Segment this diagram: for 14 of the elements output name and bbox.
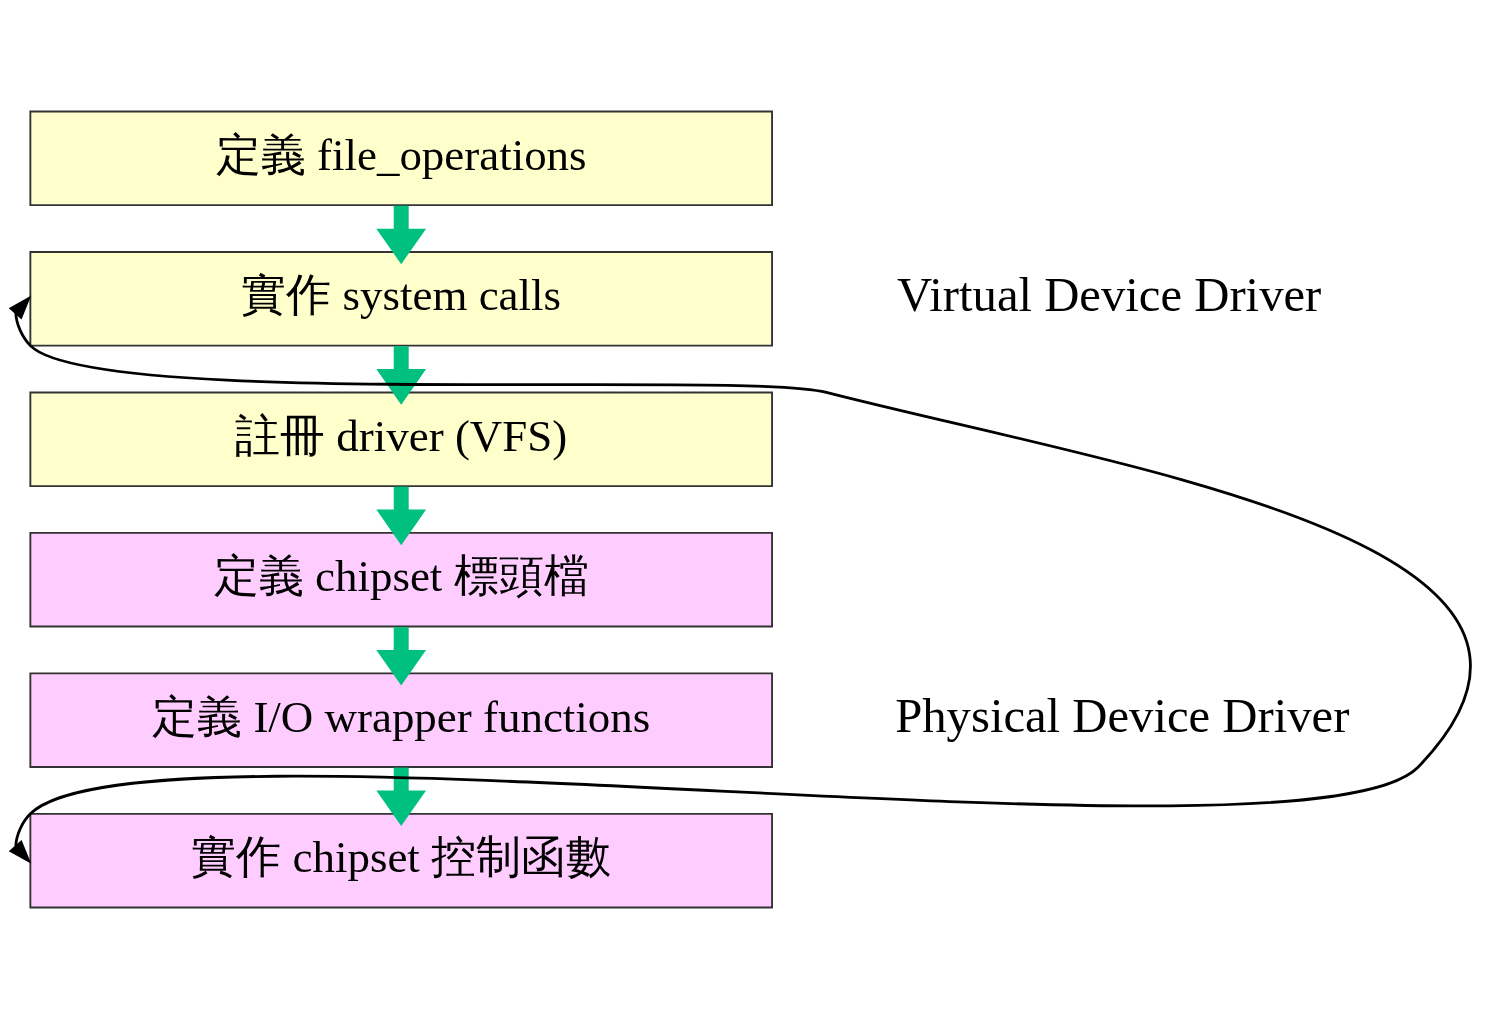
arrow (376, 627, 427, 686)
node-box: 定義 I/O wrapper functions (29, 672, 773, 768)
label: Virtual Device Driver (897, 267, 1322, 322)
node-box: 定義 chipset 標頭檔 (29, 531, 773, 628)
arrow (376, 767, 427, 827)
label: Physical Device Driver (895, 689, 1350, 744)
arrow (8, 295, 1470, 864)
node-box: 註冊 driver (VFS) (29, 391, 773, 488)
node-box: 實作 chipset 控制函數 (29, 812, 773, 909)
arrow (376, 346, 427, 405)
arrow (376, 205, 427, 265)
node-box: 實作 system calls (29, 251, 773, 347)
arrow (376, 486, 427, 546)
node-box: 定義 file_operations (29, 110, 773, 207)
